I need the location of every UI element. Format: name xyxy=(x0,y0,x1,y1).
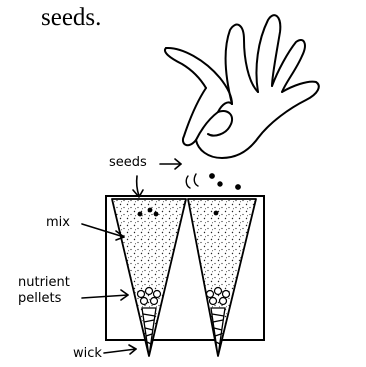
nutrient-label: nutrient xyxy=(18,276,70,289)
wick-label: wick xyxy=(73,347,102,360)
seeds-arrow xyxy=(160,159,181,169)
pellets-label: pellets xyxy=(18,292,61,305)
falling-seeds xyxy=(186,174,240,189)
drop-arrow xyxy=(133,176,143,197)
hand-illustration xyxy=(165,15,319,158)
heading-text: seeds. xyxy=(41,4,101,32)
right-cone xyxy=(188,199,256,356)
mix-label: mix xyxy=(46,216,70,229)
wick-arrow xyxy=(104,345,136,354)
left-cone xyxy=(112,199,186,356)
seeds-label: seeds xyxy=(109,156,147,169)
